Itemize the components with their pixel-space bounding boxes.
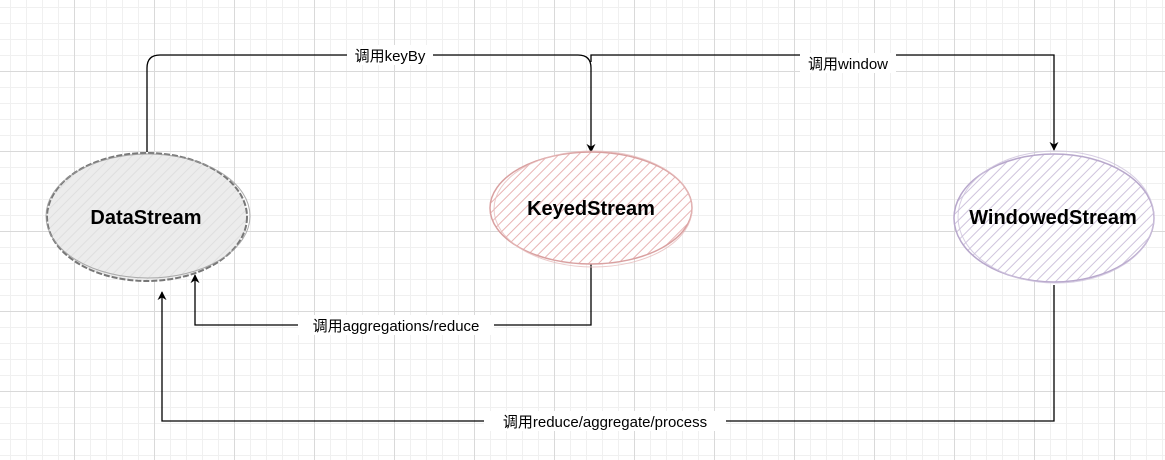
edge-reduce-aggregate-process: 调用reduce/aggregate/process bbox=[157, 285, 1055, 431]
edge-reduce-aggregate-process-label: 调用reduce/aggregate/process bbox=[503, 414, 707, 431]
node-keyedstream[interactable]: KeyedStream bbox=[489, 150, 693, 268]
node-datastream[interactable]: DataStream bbox=[45, 152, 251, 282]
edge-aggregations-reduce: 调用aggregations/reduce bbox=[190, 262, 592, 335]
edge-aggregations-reduce-label: 调用aggregations/reduce bbox=[313, 318, 480, 335]
edge-window: 调用window bbox=[590, 53, 1059, 151]
node-windowedstream[interactable]: WindowedStream bbox=[953, 150, 1155, 284]
node-keyedstream-label: KeyedStream bbox=[527, 198, 655, 220]
node-datastream-label: DataStream bbox=[90, 207, 201, 229]
edge-keyby: 调用keyBy bbox=[146, 45, 596, 153]
node-windowedstream-label: WindowedStream bbox=[969, 207, 1137, 229]
edge-keyby-label: 调用keyBy bbox=[355, 48, 426, 65]
edge-window-label: 调用window bbox=[808, 56, 888, 73]
